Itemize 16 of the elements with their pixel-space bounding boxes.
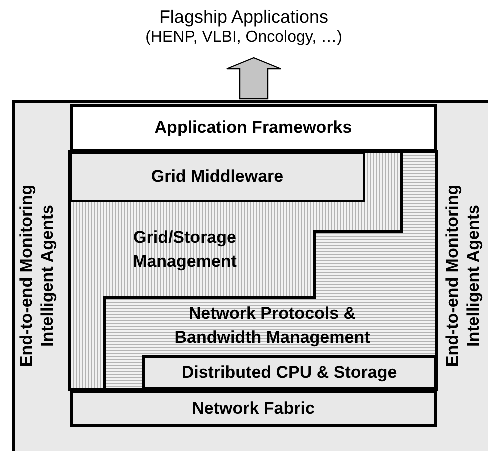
- layer-label: Application Frameworks: [154, 117, 352, 139]
- title-text: (HENP, VLBI, Oncology, …): [146, 28, 342, 48]
- layer-box: [70, 390, 437, 427]
- layer-label: Network Fabric: [192, 398, 315, 420]
- side-label: End-to-end Monitoring Intelligent Agents: [16, 184, 58, 370]
- layer-box: [142, 355, 437, 390]
- block-arrow: [226, 57, 282, 100]
- side-label: End-to-end Monitoring Intelligent Agents: [442, 184, 484, 370]
- layer-box: [70, 152, 365, 202]
- layer-label: Network Protocols & Bandwidth Management: [174, 303, 372, 349]
- layer-label: Distributed CPU & Storage: [182, 362, 398, 384]
- layer-label: Grid Middleware: [151, 166, 284, 188]
- layer-label: Grid/Storage Management: [132, 227, 238, 273]
- title-text: Flagship Applications: [159, 6, 329, 28]
- outer-frame: [12, 100, 488, 451]
- layer-box: [70, 104, 437, 152]
